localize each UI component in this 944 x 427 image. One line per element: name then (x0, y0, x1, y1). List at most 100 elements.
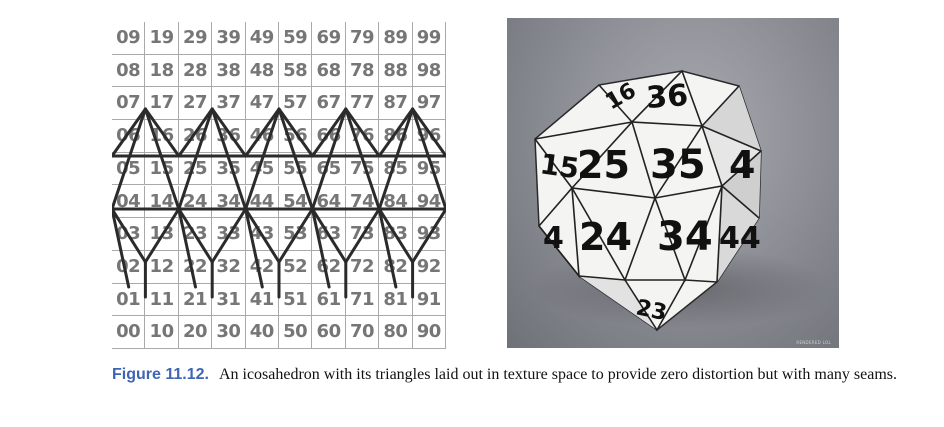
seam-line (310, 207, 331, 289)
seam-line (112, 207, 147, 264)
grid-cell: 04 (112, 185, 146, 219)
seam-line (210, 207, 248, 264)
seam-line (377, 207, 398, 289)
seam-line (277, 107, 314, 211)
grid-cell: 60 (312, 316, 346, 349)
caption-text: An icosahedron with its triangles laid o… (218, 366, 898, 383)
grid-cell: 94 (412, 185, 446, 219)
grid-cell: 44 (245, 185, 279, 219)
grid-cell: 20 (178, 316, 213, 349)
grid-cell: 27 (178, 87, 213, 121)
seam-line (344, 107, 381, 158)
seam-line (377, 107, 415, 211)
shaded-face (717, 186, 759, 282)
grid-cell: 87 (379, 87, 413, 121)
grid-cell: 28 (178, 54, 213, 88)
grid-cell: 74 (345, 185, 380, 219)
grid-cell: 10 (145, 316, 179, 349)
grid-cell: 12 (145, 250, 179, 284)
grid-cell: 77 (345, 87, 380, 121)
grid-cell: 24 (178, 185, 213, 219)
grid-cell: 71 (345, 283, 380, 317)
photo-credit: RENDERED LOL (796, 340, 831, 345)
seam-line (244, 207, 281, 264)
seam-line (411, 107, 446, 158)
grid-cell: 70 (345, 316, 380, 349)
grid-cell: 18 (145, 54, 179, 88)
grid-cell: 30 (212, 316, 246, 349)
grid-cell: 39 (212, 22, 246, 55)
grid-cell: 80 (379, 316, 413, 349)
face-number: 4 (729, 143, 755, 187)
figure-caption: Figure 11.12.An icosahedron with its tri… (112, 364, 936, 386)
grid-cell: 64 (312, 185, 346, 219)
seam-line (177, 207, 214, 264)
seam-line (344, 107, 381, 211)
seam-line (310, 107, 348, 211)
seam-line (244, 207, 264, 289)
shaded-face (722, 151, 761, 218)
face-number: 44 (719, 221, 761, 256)
grid-cell: 31 (212, 283, 246, 317)
grid-cell: 52 (279, 250, 313, 284)
grid-cell: 91 (412, 283, 446, 317)
grid-cell: 88 (379, 54, 413, 88)
face-number: 34 (657, 214, 713, 260)
face-number: 25 (577, 143, 630, 187)
grid-cell: 92 (412, 250, 446, 284)
shaded-face (702, 126, 761, 186)
grid-cell: 51 (279, 283, 313, 317)
seam-line (377, 107, 415, 158)
seam-line (277, 107, 314, 158)
face-number: 24 (579, 215, 632, 259)
grid-cell: 81 (379, 283, 413, 317)
grid-cell: 67 (312, 87, 346, 121)
seam-line (210, 107, 248, 211)
grid-cell: 90 (412, 316, 446, 349)
icosahedron-render: 36 16 25 35 4 15 24 34 44 4 23 RENDERED … (507, 18, 839, 348)
grid-cell: 99 (412, 22, 446, 55)
seam-line (112, 107, 147, 211)
grid-cell: 61 (312, 283, 346, 317)
grid-cell: 21 (178, 283, 213, 317)
grid-cell: 54 (279, 185, 313, 219)
grid-cell: 84 (379, 185, 413, 219)
grid-cell: 14 (145, 185, 179, 219)
grid-cell: 72 (345, 250, 380, 284)
grid-cell: 01 (112, 283, 146, 317)
grid-cell: 00 (112, 316, 146, 349)
grid-cell: 58 (279, 54, 313, 88)
seam-line (411, 107, 446, 211)
grid-cell: 11 (145, 283, 179, 317)
face-number: 35 (650, 142, 706, 188)
grid-cell: 41 (245, 283, 279, 317)
seam-line (244, 107, 281, 158)
grid-cell: 89 (379, 22, 413, 55)
grid-cell: 34 (212, 185, 246, 219)
seam-line (377, 207, 415, 264)
seam-line (112, 207, 131, 289)
grid-cell: 40 (245, 316, 279, 349)
seam-line (310, 207, 348, 264)
seam-line (344, 207, 381, 264)
grid-cell: 68 (312, 54, 346, 88)
grid-cell: 57 (279, 87, 313, 121)
grid-cell: 29 (178, 22, 213, 55)
grid-cell: 37 (212, 87, 246, 121)
face-number: 4 (543, 221, 564, 256)
seam-line (177, 107, 214, 211)
grid-cell: 19 (145, 22, 179, 55)
icosahedron-seam-overlay (112, 107, 446, 299)
seam-line (210, 107, 248, 158)
seam-line (177, 107, 214, 158)
grid-cell: 59 (279, 22, 313, 55)
seam-line (143, 207, 181, 264)
grid-cell: 07 (112, 87, 146, 121)
grid-cell: 08 (112, 54, 146, 88)
grid-cell: 69 (312, 22, 346, 55)
seam-line (143, 107, 181, 158)
face-number: 15 (538, 147, 581, 185)
grid-cell: 47 (245, 87, 279, 121)
